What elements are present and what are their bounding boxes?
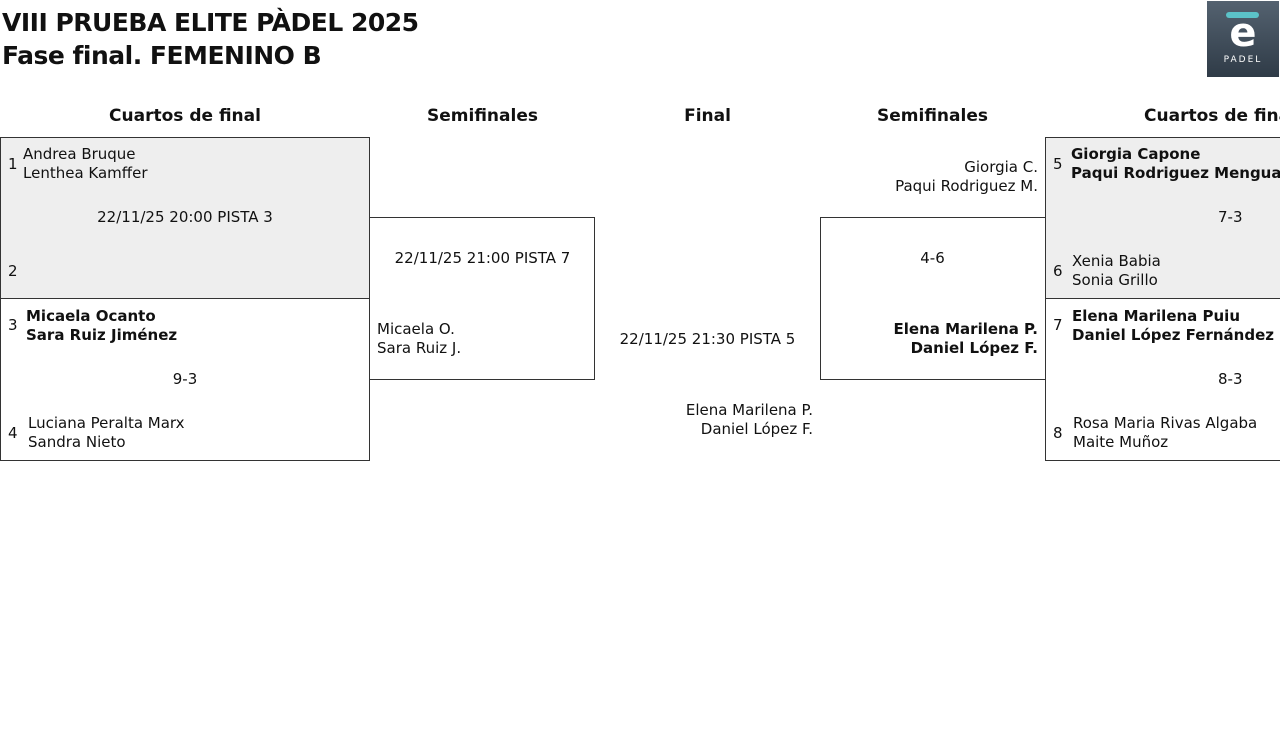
player-name: Daniel López F.: [700, 420, 813, 438]
seed-number: 4: [8, 424, 18, 442]
logo-accent-bar: [1226, 12, 1259, 18]
tournament-title: VIII PRUEBA ELITE PÀDEL 2025: [2, 8, 419, 37]
player-name: Micaela O.: [377, 320, 455, 338]
player-name-winner: Micaela Ocanto: [26, 307, 156, 325]
seed-number: 5: [1053, 155, 1063, 173]
player-name: Paqui Rodriguez M.: [895, 177, 1038, 195]
player-name: Elena Marilena P.: [685, 401, 813, 419]
match-schedule: 22/11/25 20:00 PISTA 3: [97, 208, 273, 226]
column-header-semifinals-right: Semifinales: [877, 106, 988, 126]
seed-number: 6: [1053, 262, 1063, 280]
column-header-final: Final: [684, 106, 731, 126]
player-name: Lenthea Kamffer: [23, 164, 148, 182]
match-box-qf4[interactable]: [1045, 298, 1280, 461]
final-schedule: 22/11/25 21:30 PISTA 5: [619, 330, 796, 348]
player-name-winner: Daniel López F.: [910, 339, 1038, 357]
match-box-qf1[interactable]: [0, 137, 370, 299]
player-name: Giorgia C.: [964, 158, 1038, 176]
player-name-winner: Elena Marilena Puiu: [1072, 307, 1241, 325]
match-box-semifinal-left[interactable]: [369, 217, 595, 380]
epadel-logo: e PADEL: [1207, 1, 1279, 77]
match-score: 9-3: [172, 370, 198, 388]
player-name-winner: Daniel López Fernández: [1072, 326, 1274, 344]
player-name-winner: Elena Marilena P.: [893, 320, 1038, 338]
seed-number: 7: [1053, 316, 1063, 334]
logo-text: PADEL: [1223, 55, 1263, 65]
player-name-winner: Paqui Rodriguez Mengual: [1071, 164, 1280, 182]
player-name: Sara Ruiz J.: [377, 339, 462, 357]
seed-number: 8: [1053, 424, 1063, 442]
match-score: 8-3: [1218, 370, 1243, 388]
seed-number: 1: [8, 155, 18, 173]
seed-number: 3: [8, 316, 18, 334]
player-name: Rosa Maria Rivas Algaba: [1073, 414, 1258, 432]
column-header-quarterfinals-right: Cuartos de final: [1144, 106, 1280, 126]
player-name-winner: Sara Ruiz Jiménez: [26, 326, 178, 344]
player-name: Luciana Peralta Marx: [28, 414, 185, 432]
match-score: 7-3: [1218, 208, 1243, 226]
column-header-quarterfinals-left: Cuartos de final: [109, 106, 261, 126]
phase-subtitle: Fase final. FEMENINO B: [2, 41, 322, 70]
logo-letter: e: [1229, 10, 1257, 56]
match-score: 4-6: [920, 249, 945, 267]
player-name: Maite Muñoz: [1073, 433, 1169, 451]
seed-number: 2: [8, 262, 18, 280]
column-header-semifinals-left: Semifinales: [427, 106, 538, 126]
player-name: Xenia Babia: [1072, 252, 1161, 270]
player-name: Andrea Bruque: [23, 145, 136, 163]
match-box-qf3[interactable]: [1045, 137, 1280, 299]
player-name-winner: Giorgia Capone: [1071, 145, 1201, 163]
player-name: Sandra Nieto: [28, 433, 126, 451]
match-schedule: 22/11/25 21:00 PISTA 7: [394, 249, 571, 267]
player-name: Sonia Grillo: [1072, 271, 1158, 289]
